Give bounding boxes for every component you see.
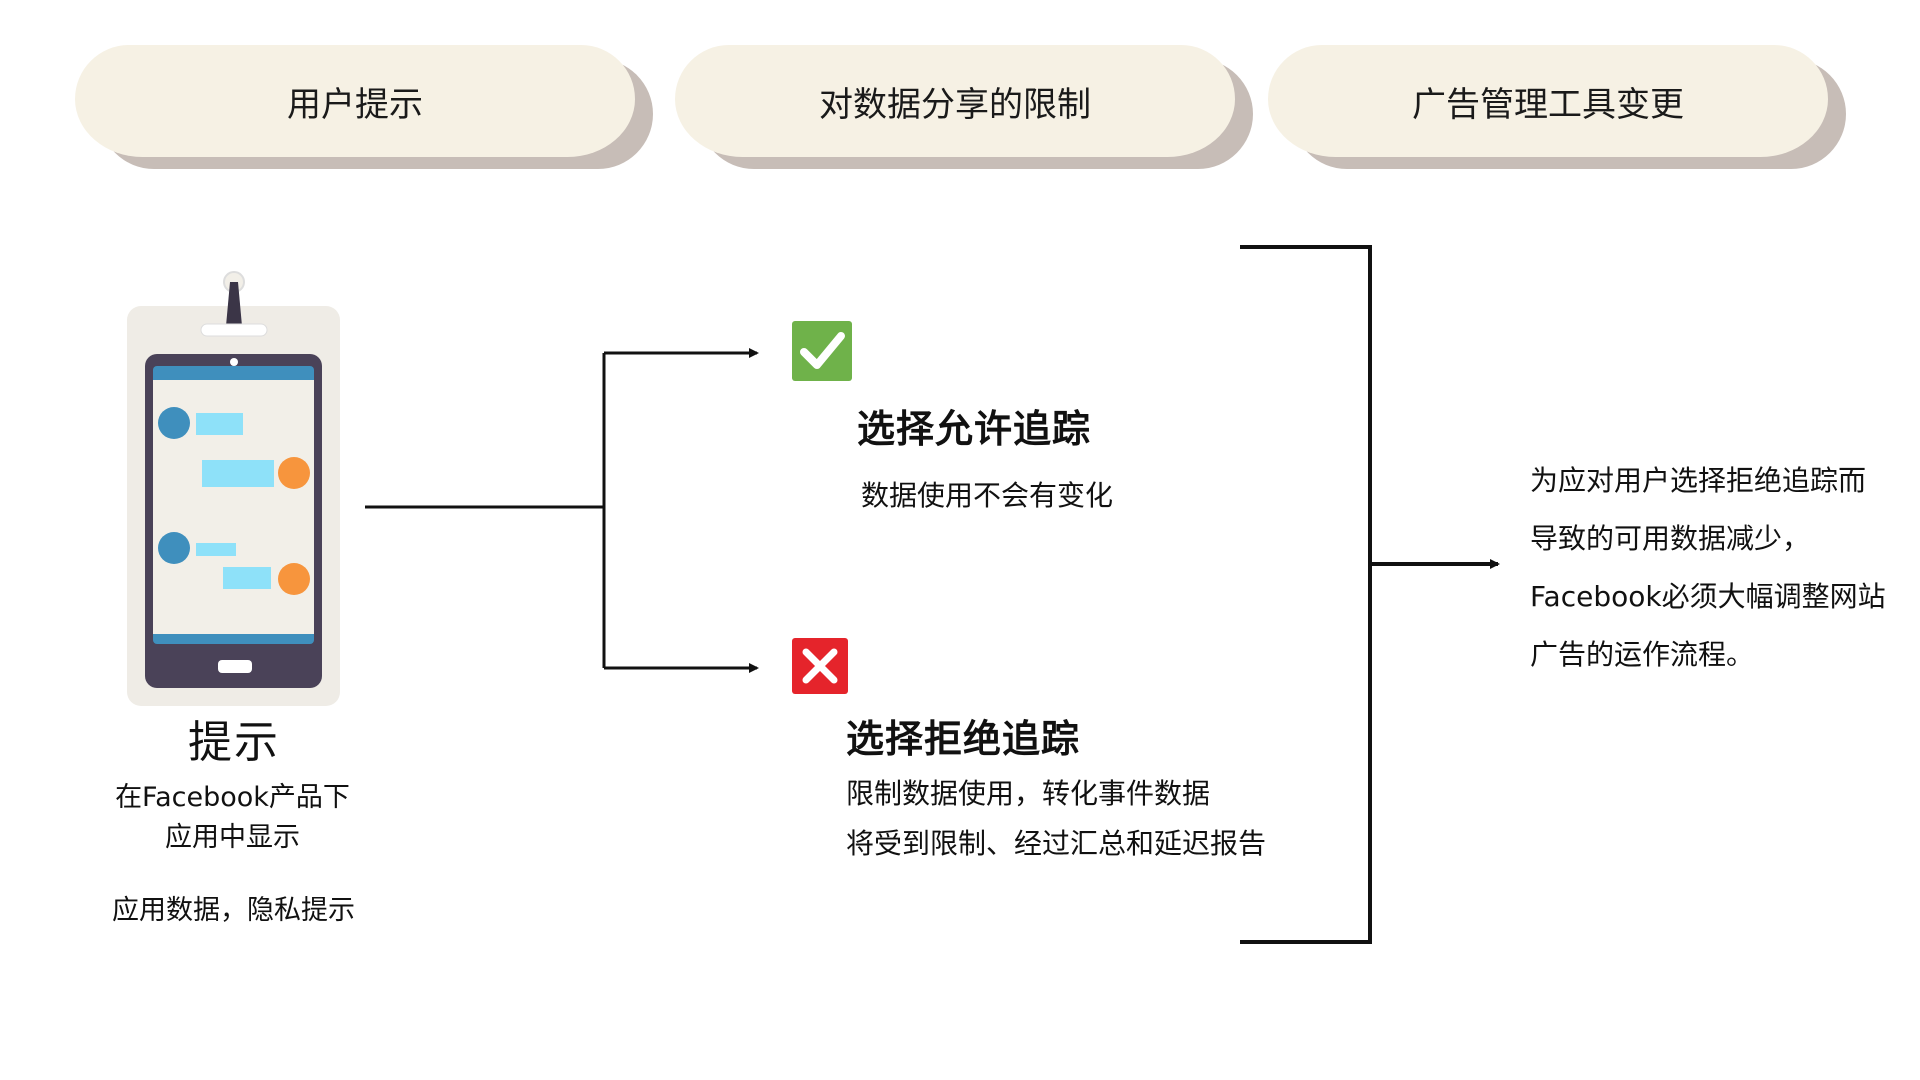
- result-line: 广告的运作流程。: [1530, 638, 1755, 671]
- header-pill-user-prompt: 用户提示: [75, 45, 653, 169]
- avatar-orange: [278, 457, 310, 489]
- deny-tracking-description-line: 限制数据使用，转化事件数据: [846, 777, 1211, 810]
- pill-label: 用户提示: [75, 45, 635, 157]
- avatar-blue: [158, 407, 190, 439]
- check-icon: [792, 321, 852, 381]
- chat-bubble: [196, 413, 243, 435]
- cross-icon: [792, 638, 848, 694]
- result-line: 为应对用户选择拒绝追踪而: [1530, 464, 1867, 497]
- deny-tracking-title: 选择拒绝追踪: [846, 716, 1081, 761]
- header-pill-data-sharing-limits: 对数据分享的限制: [675, 45, 1253, 169]
- avatar-blue: [158, 532, 190, 564]
- prompt-description: 在Facebook产品下应用中显示: [115, 782, 350, 853]
- pill-label: 对数据分享的限制: [675, 45, 1235, 157]
- chat-bubble: [196, 543, 236, 556]
- merge-bracket: [1240, 245, 1372, 944]
- pill-label: 广告管理工具变更: [1268, 45, 1828, 157]
- result-line: 导致的可用数据减少，: [1530, 522, 1811, 555]
- phone-icon: [145, 271, 322, 688]
- header-pill-ads-manager-changes: 广告管理工具变更: [1268, 45, 1846, 169]
- allow-tracking-title: 选择允许追踪: [857, 406, 1092, 451]
- avatar-orange: [278, 563, 310, 595]
- result-line: Facebook必须大幅调整网站: [1530, 580, 1886, 613]
- chat-bubble: [223, 567, 271, 589]
- result-text: 为应对用户选择拒绝追踪而 导致的可用数据减少， Facebook必须大幅调整网站…: [1530, 452, 1920, 684]
- deny-tracking-description-line: 将受到限制、经过汇总和延迟报告: [846, 827, 1267, 860]
- chat-bubble: [202, 460, 274, 487]
- allow-tracking-description: 数据使用不会有变化: [861, 479, 1114, 512]
- prompt-title: 提示: [188, 717, 280, 768]
- prompt-note: 应用数据，隐私提示: [112, 895, 355, 926]
